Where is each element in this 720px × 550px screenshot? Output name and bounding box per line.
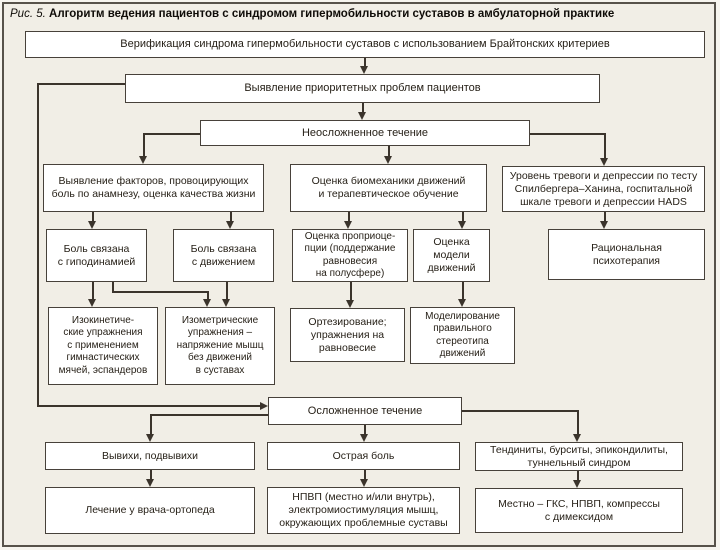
arrowhead-right [260,402,268,410]
connector-line [112,282,114,292]
connector-line [604,133,606,159]
connector-line [364,470,366,480]
node-acute-pain: Острая боль [267,442,460,470]
connector-line [530,133,605,135]
arrowhead-down [360,479,368,487]
arrowhead-down [458,299,466,307]
connector-line [207,291,209,300]
node-orthopedist-treatment: Лечение у врача-ортопеда [45,487,255,534]
node-provoking-factors: Выявление факторов, провоцирующих боль п… [43,164,264,212]
connector-line [350,282,352,301]
node-isokinetic: Изокинетиче- ские упражнения с применени… [48,307,158,385]
connector-line [462,212,464,222]
node-anxiety-level: Уровень тревоги и депрессии по тесту Спи… [502,166,705,212]
node-tendinitis: Тендиниты, бурситы, эпикондилиты, туннел… [475,442,683,471]
connector-line [226,282,228,300]
connector-line [143,133,200,135]
connector-line [37,405,261,407]
connector-line [37,83,39,407]
arrowhead-down [226,221,234,229]
arrowhead-down [146,434,154,442]
connector-line [462,282,464,300]
connector-line [577,410,579,435]
figure-title: Алгоритм ведения пациентов с синдромом г… [49,8,615,20]
node-movement-model: Оценка модели движений [413,229,490,282]
arrowhead-down [222,299,230,307]
connector-line [92,282,94,300]
connector-line [577,471,579,481]
node-pain-hypodynamia: Боль связана с гиподинамией [46,229,147,282]
arrowhead-down [88,221,96,229]
arrowhead-down [573,434,581,442]
node-psychotherapy: Рациональная психотерапия [548,229,705,280]
node-proprioception: Оценка проприоце- пции (поддержание равн… [292,229,408,282]
connector-line [150,414,152,435]
node-dislocations: Вывихи, подвывихи [45,442,255,470]
arrowhead-down [360,66,368,74]
node-priority-problems: Выявление приоритетных проблем пациентов [125,74,600,103]
arrowhead-down [358,112,366,120]
node-pain-movement: Боль связана с движением [173,229,274,282]
node-nsaid: НПВП (местно и/или внутрь), электромиост… [267,487,460,534]
node-isometric: Изометрические упражнения – напряжение м… [165,307,275,385]
arrowhead-down [139,156,147,164]
connector-line [92,212,94,222]
node-verification: Верификация синдрома гипермобильности су… [25,31,705,58]
arrowhead-down [360,434,368,442]
connector-line [362,103,364,113]
node-biomechanics: Оценка биомеханики движений и терапевтич… [290,164,487,212]
arrowhead-down [458,221,466,229]
node-modeling: Моделирование правильного стереотипа дви… [410,307,515,364]
connector-line [37,83,125,85]
figure-number-label: Рис. 5. [10,8,46,20]
arrowhead-down [203,299,211,307]
arrowhead-down [88,299,96,307]
arrowhead-down [344,221,352,229]
arrowhead-down [600,158,608,166]
arrowhead-down [600,221,608,229]
connector-line [150,414,268,416]
connector-line [364,58,366,67]
node-local-gks: Местно – ГКС, НПВП, компрессы с димексид… [475,488,683,533]
node-uncomplicated: Неосложненное течение [200,120,530,146]
connector-line [604,212,606,222]
connector-line [462,410,578,412]
connector-line [230,212,232,222]
arrowhead-down [346,300,354,308]
connector-line [348,212,350,222]
arrowhead-down [146,479,154,487]
arrowhead-down [573,480,581,488]
arrowhead-down [384,156,392,164]
connector-line [143,133,145,157]
figure-caption: Рис. 5. Алгоритм ведения пациентов с син… [10,8,614,20]
connector-line [364,425,366,435]
connector-line [388,146,390,157]
connector-line [112,291,208,293]
node-complicated: Осложненное течение [268,397,462,425]
connector-line [150,470,152,480]
node-orthotics: Ортезирование; упражнения на равновесие [290,308,405,362]
